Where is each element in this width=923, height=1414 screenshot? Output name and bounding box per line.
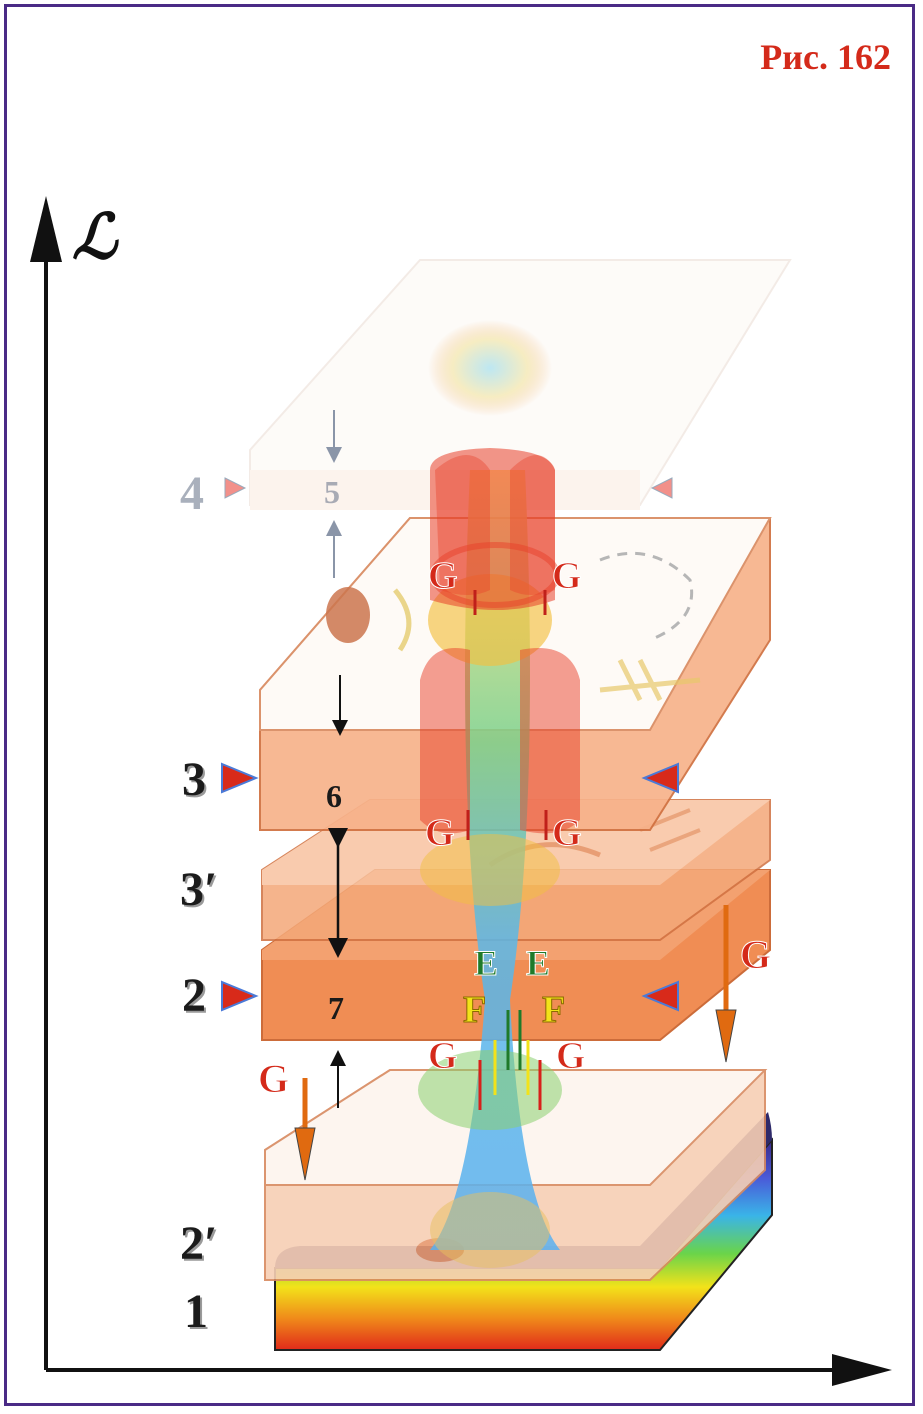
g-label: G [556,1035,586,1077]
level-label-2-prime: 2′ [180,1216,218,1271]
level-label-3: 3 [182,752,206,807]
g-label: G [258,1056,289,1101]
g-label: G [428,1035,458,1077]
f-label: F [542,989,565,1031]
slot-label-5: 5 [324,474,340,511]
slot-label-7: 7 [328,990,344,1027]
e-label: E [526,943,550,983]
g-label: G [428,555,458,597]
level-label-4: 4 [180,466,204,521]
slot-label-6: 6 [326,778,342,815]
top-sphere [428,320,552,416]
g-label: G [552,555,582,597]
level-label-2: 2 [182,968,206,1023]
g-label: G [552,812,582,854]
g-label: G [425,812,455,854]
f-label: F [463,989,486,1031]
e-label: E [474,943,498,983]
level-label-1: 1 [184,1284,208,1339]
g-label: G [740,932,771,977]
level-label-3-prime: 3′ [180,862,218,917]
